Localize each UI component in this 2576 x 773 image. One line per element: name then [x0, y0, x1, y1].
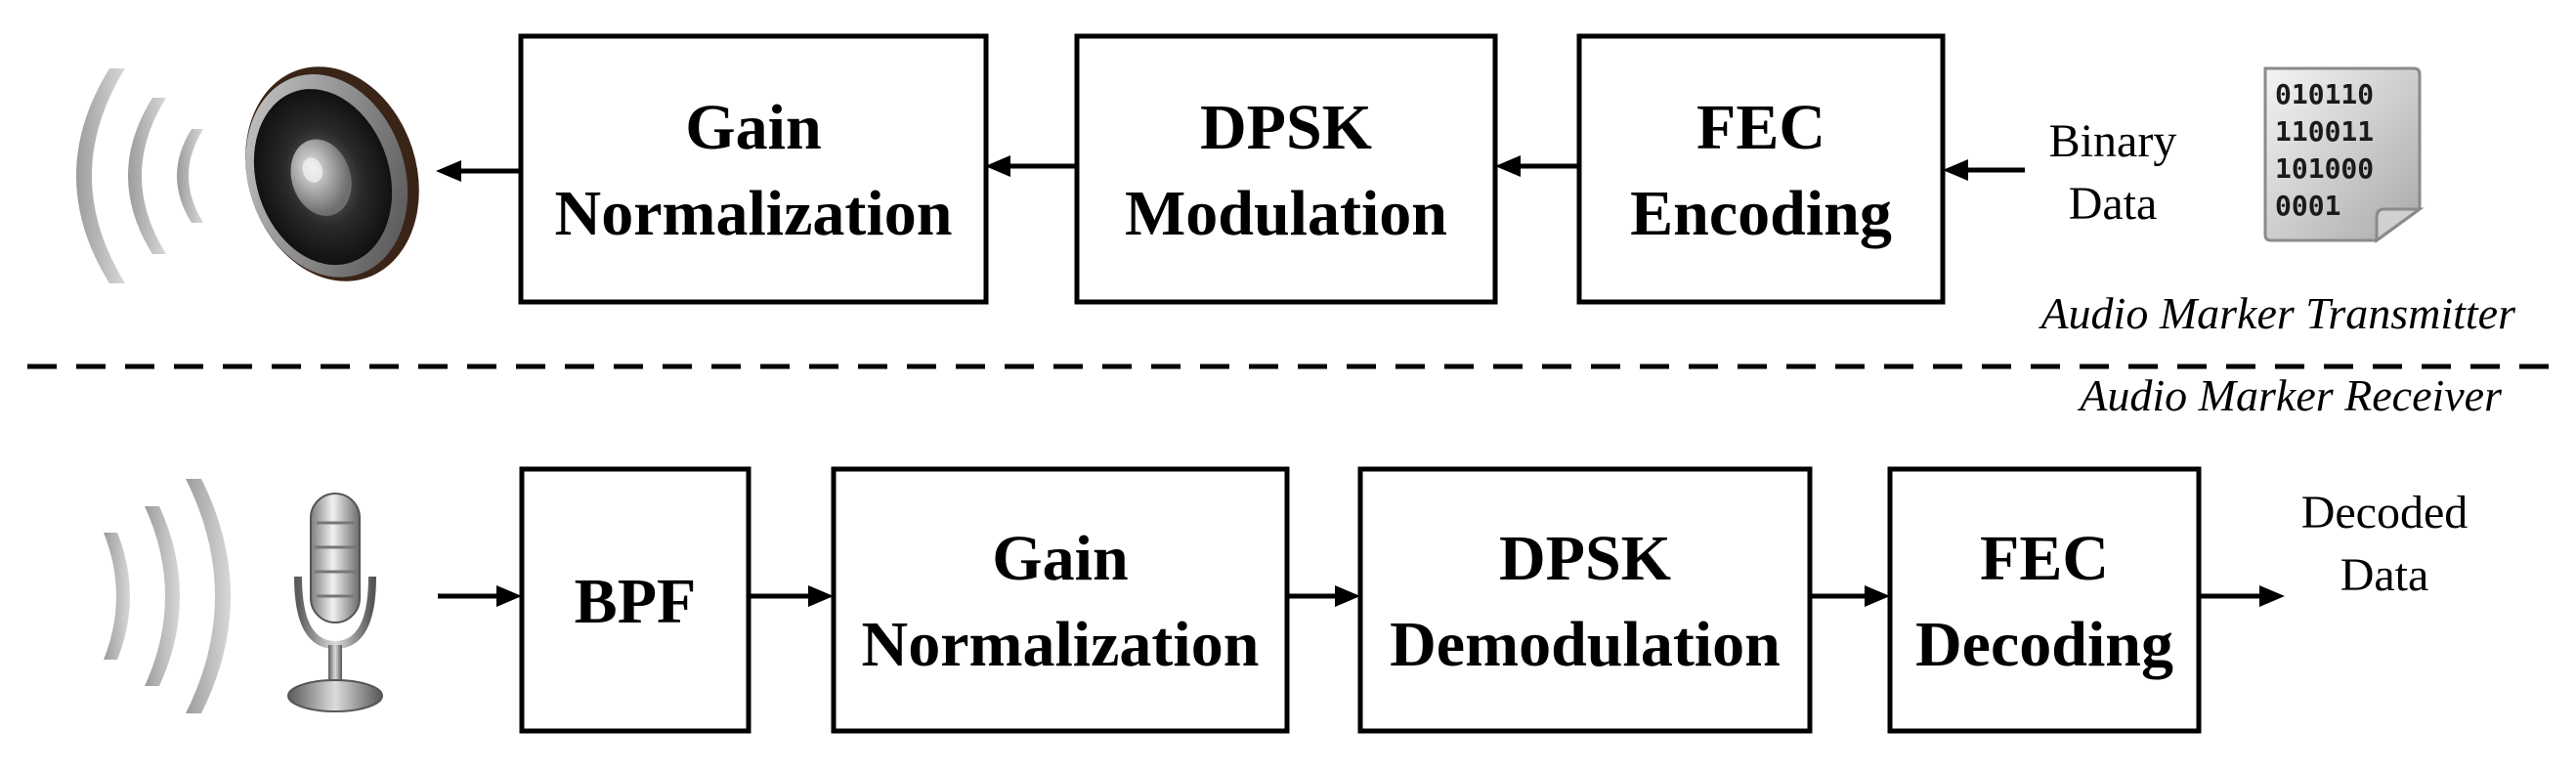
microphone-icon	[287, 493, 383, 712]
block-label: Normalization	[862, 609, 1260, 680]
arrow-dpsk-to-fec	[1810, 585, 1890, 607]
binary-data-label: Binary	[2049, 115, 2177, 167]
block-gain-normalization-tx: Gain Normalization	[518, 33, 989, 305]
binary-line: 110011	[2275, 115, 2374, 148]
block-label: Demodulation	[1390, 609, 1781, 680]
block-label: BPF	[575, 566, 697, 637]
transmitter-section-label: Audio Marker Transmitter	[2038, 288, 2516, 338]
block-label: Modulation	[1125, 178, 1447, 249]
block-label: FEC	[1696, 92, 1825, 163]
block-label: Gain	[685, 92, 821, 163]
block-label: Normalization	[555, 178, 953, 249]
decoded-data-label: Data	[2340, 549, 2429, 601]
arrow-data-to-fec	[1943, 159, 2025, 181]
block-label: DPSK	[1200, 92, 1372, 163]
block-bpf: BPF	[519, 466, 751, 734]
arrow-bpf-to-gain	[749, 585, 834, 607]
decoded-data-label: Decoded	[2301, 487, 2469, 538]
block-label: FEC	[1980, 523, 2109, 594]
receiver-section-label: Audio Marker Receiver	[2077, 370, 2503, 420]
block-label: DPSK	[1499, 523, 1671, 594]
speaker-icon	[245, 66, 419, 281]
binary-line: 010110	[2275, 78, 2374, 110]
arrow-fec-to-output	[2199, 585, 2285, 607]
block-gain-normalization-rx: Gain Normalization	[831, 466, 1290, 734]
block-label: Gain	[992, 523, 1128, 594]
block-label: Decoding	[1915, 609, 2173, 680]
block-label: Encoding	[1630, 178, 1892, 249]
binary-data-label: Data	[2069, 178, 2158, 230]
block-fec-decoding: FEC Decoding	[1887, 466, 2202, 734]
sound-waves-in-icon	[104, 479, 231, 713]
arrow-gain-to-dpsk	[1287, 585, 1360, 607]
block-fec-encoding: FEC Encoding	[1576, 33, 1946, 305]
binary-line: 101000	[2275, 152, 2374, 185]
arrow-fec-to-dpsk	[1495, 155, 1579, 177]
sound-waves-out-icon	[76, 68, 203, 283]
arrow-dpsk-to-gain	[985, 155, 1077, 177]
binary-line: 0001	[2275, 190, 2340, 222]
block-dpsk-modulation: DPSK Modulation	[1074, 33, 1498, 305]
data-file-icon: 010110 110011 101000 0001	[2263, 66, 2425, 243]
block-dpsk-demodulation: DPSK Demodulation	[1357, 466, 1813, 734]
arrow-mic-to-bpf	[438, 585, 522, 607]
arrow-gain-to-speaker	[436, 160, 521, 182]
